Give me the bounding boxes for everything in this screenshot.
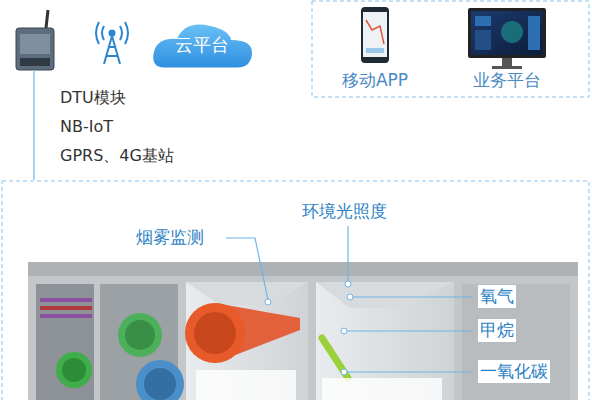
- app-panel: [312, 1, 589, 97]
- monitor-image: [468, 8, 546, 69]
- cloud-node: 云平台: [150, 20, 254, 70]
- sensor-dots: [265, 281, 353, 375]
- tunnel-panel: [2, 181, 589, 400]
- sensor-label: 烟雾监测: [134, 226, 206, 249]
- sensor-label: 一氧化碳: [478, 360, 550, 383]
- network-label: GPRS、4G基站: [58, 146, 176, 167]
- leader-lines: [226, 226, 473, 372]
- tower-icon: [96, 22, 128, 64]
- node-text: 业务平台: [473, 69, 541, 92]
- tunnel-illustration: [28, 262, 578, 400]
- sensor-label: 甲烷: [478, 319, 516, 342]
- app-caption: 移动APP: [330, 66, 420, 94]
- network-label: NB-IoT: [58, 117, 115, 136]
- wire: [33, 70, 35, 180]
- phone-image: [361, 7, 389, 63]
- platform-caption: 业务平台: [452, 66, 562, 94]
- sensor-label: 氧气: [478, 285, 516, 308]
- sensor-label: 环境光照度: [300, 200, 389, 223]
- module-label: DTU模块: [58, 88, 128, 109]
- node-text: 移动APP: [342, 69, 408, 92]
- node-text: 云平台: [175, 33, 229, 57]
- dtu-device: [16, 10, 54, 70]
